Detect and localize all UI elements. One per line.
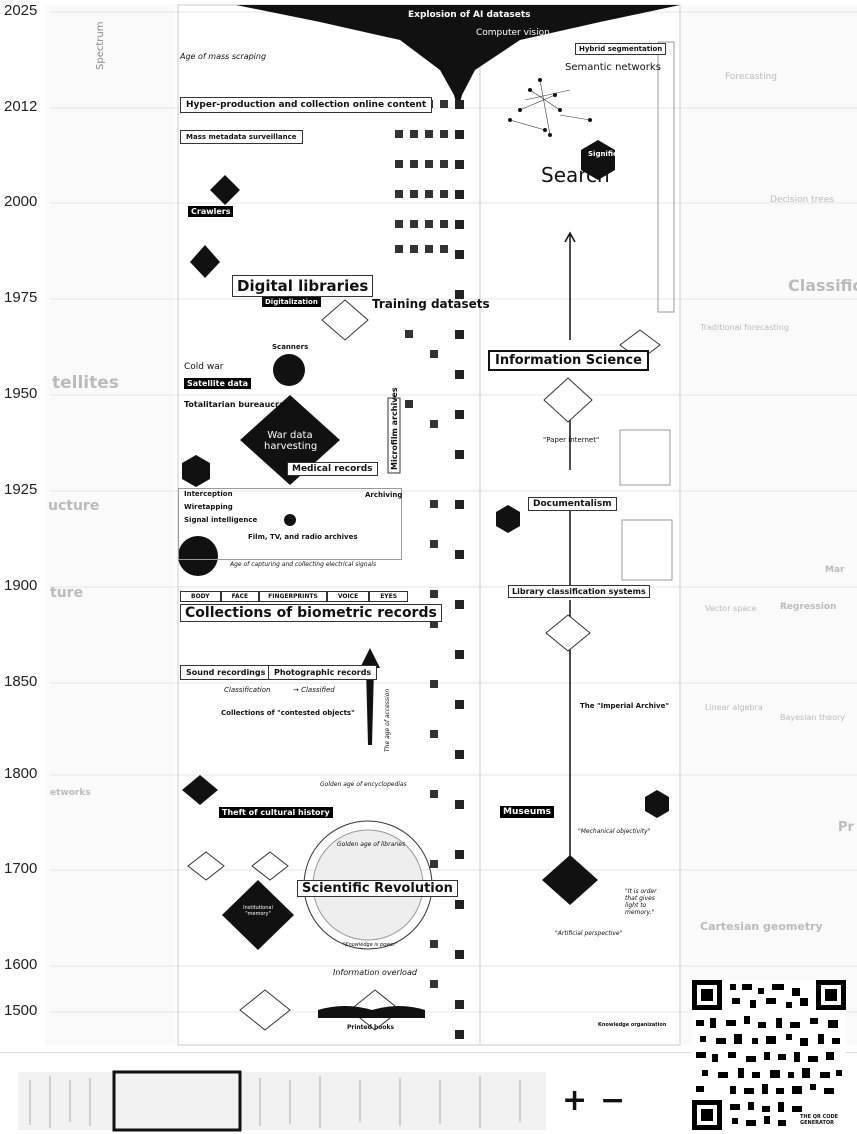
- bio-cat-eyes: EYES: [369, 591, 408, 602]
- year-label: 1500: [4, 1002, 37, 1019]
- decision-trees-label: Decision trees: [770, 195, 834, 205]
- information-overload-label: Information overload: [333, 968, 417, 977]
- year-label: 1900: [4, 577, 37, 594]
- ture-label: ture: [50, 585, 83, 601]
- signal-intelligence-label: Signal intelligence: [184, 516, 257, 524]
- age-accession-label: The age of accession: [384, 689, 391, 752]
- scanners-label: Scanners: [272, 343, 308, 351]
- imperial-archive-label: The "Imperial Archive": [580, 702, 669, 710]
- year-label: 2012: [4, 98, 37, 115]
- film-tv-label: Film, TV, and radio archives: [248, 533, 358, 541]
- golden-libraries-label: Golden age of libraries: [337, 841, 405, 848]
- biometric-categories: BODY FACE FINGERPRINTS VOICE EYES: [180, 591, 408, 602]
- forecasting-label: Forecasting: [725, 72, 777, 82]
- theft-cultural-history-label: Theft of cultural history: [219, 807, 333, 818]
- training-datasets-label: Training datasets: [372, 297, 490, 311]
- mass-scraping-label: Age of mass scraping: [180, 52, 266, 61]
- regression-label: Regression: [780, 602, 836, 612]
- classification-right-label: Classificat: [788, 276, 857, 295]
- photographic-records-box: Photographic records: [268, 665, 377, 680]
- hybrid-segmentation-box: Hybrid segmentation: [575, 43, 666, 55]
- bio-cat-body: BODY: [180, 591, 221, 602]
- year-label: 2000: [4, 193, 37, 210]
- classification-label: Classification: [224, 686, 270, 694]
- year-label: 1850: [4, 673, 37, 690]
- qr-code[interactable]: THE QR CODE GENERATOR: [692, 980, 846, 1130]
- bayesian-theory-label: Bayesian theory: [780, 713, 845, 722]
- signifiers-label: Signifiers: [588, 150, 625, 158]
- year-label: 1700: [4, 860, 37, 877]
- traditional-forecasting-label: Traditional forecasting: [700, 323, 789, 332]
- museums-label: Museums: [500, 806, 554, 818]
- paper-internet-label: "Paper internet": [543, 436, 599, 444]
- year-label: 1800: [4, 765, 37, 782]
- memory-quote-label: "It is order that gives light to memory.…: [625, 888, 670, 916]
- classified-label: → Classified: [293, 686, 335, 694]
- digitalization-label: Digitalization: [262, 297, 321, 307]
- institutional-memory-label: Institutional "memory": [232, 905, 284, 917]
- scientific-revolution-box: Scientific Revolution: [297, 880, 458, 897]
- bio-cat-voice: VOICE: [327, 591, 369, 602]
- pr-label: Pr: [838, 820, 854, 835]
- knowledge-organization-label: Knowledge organization: [598, 1022, 666, 1028]
- artificial-perspective-label: "Artificial perspective": [555, 930, 622, 937]
- mechanical-objectivity-label: "Mechanical objectivity": [578, 828, 650, 835]
- cold-war-label: Cold war: [184, 362, 223, 372]
- wiretapping-label: Wiretapping: [184, 503, 233, 511]
- bio-cat-fingerprints: FINGERPRINTS: [259, 591, 327, 602]
- sound-recordings-box: Sound recordings: [180, 665, 271, 680]
- satellite-data-label: Satellite data: [184, 378, 251, 389]
- metadata-surveillance-box: Mass metadata surveillance: [180, 130, 303, 144]
- contested-objects-label: Collections of "contested objects": [221, 709, 355, 717]
- medical-records-box: Medical records: [287, 462, 378, 476]
- printed-books-label: Printed books: [347, 1024, 394, 1031]
- satellites-label: tellites: [52, 373, 119, 393]
- archiving-label: Archiving: [365, 491, 402, 499]
- cartesian-geometry-label: Cartesian geometry: [700, 920, 823, 933]
- semantic-networks-label: Semantic networks: [565, 62, 661, 73]
- zoom-in-button[interactable]: +: [562, 1083, 587, 1118]
- search-label: Search: [541, 163, 610, 187]
- microfilm-label: Microfilm archives: [390, 387, 399, 470]
- knowledge-power-label: "Knowledge is power": [343, 942, 398, 948]
- vector-space-label: Vector space: [705, 604, 757, 613]
- documentalism-box: Documentalism: [528, 497, 617, 511]
- year-label: 1950: [4, 385, 37, 402]
- qr-caption: THE QR CODE GENERATOR: [800, 1115, 844, 1126]
- biometric-records-box: Collections of biometric records: [180, 604, 442, 622]
- crawlers-label: Crawlers: [188, 206, 233, 217]
- networks-label: etworks: [50, 788, 91, 798]
- year-label: 2025: [4, 2, 37, 19]
- year-label: 1925: [4, 481, 37, 498]
- year-label: 1975: [4, 289, 37, 306]
- structure-label: ucture: [48, 498, 99, 514]
- spectrum-label: Spectrum: [95, 22, 106, 70]
- ai-datasets-title: Explosion of AI datasets: [408, 10, 531, 20]
- interception-label: Interception: [184, 490, 233, 498]
- digital-libraries-box: Digital libraries: [232, 275, 373, 297]
- information-science-box: Information Science: [488, 350, 649, 371]
- library-classification-box: Library classification systems: [508, 585, 650, 598]
- golden-encyclopedias-label: Golden age of encyclopedias: [320, 781, 407, 788]
- linear-algebra-label: Linear algebra: [705, 703, 763, 712]
- bio-cat-face: FACE: [221, 591, 260, 602]
- hyper-production-box: Hyper-production and collection online c…: [180, 97, 432, 113]
- computer-vision-label: Computer vision: [476, 28, 550, 38]
- mar-label: Mar: [825, 565, 844, 575]
- ai-funnel: [236, 5, 680, 110]
- zoom-out-button[interactable]: −: [600, 1083, 625, 1118]
- age-capturing-label: Age of capturing and collecting electric…: [230, 561, 376, 568]
- year-label: 1600: [4, 956, 37, 973]
- war-data-label: War data harvesting: [264, 430, 316, 452]
- totalitarian-label: Totalitarian bureaucracy: [184, 400, 294, 409]
